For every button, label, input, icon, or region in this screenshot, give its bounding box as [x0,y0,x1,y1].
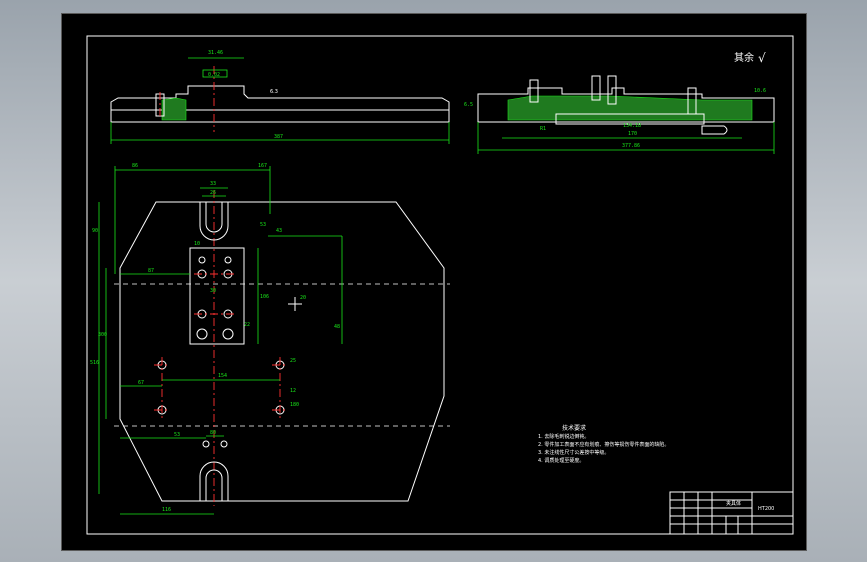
dim-plan-80: 80 [210,430,216,436]
dim-plan-48: 48 [334,324,340,330]
dim-side-inner: 170 [628,131,637,137]
dim-plan-26: 26 [210,190,216,196]
dim-plan-90: 90 [92,228,98,234]
dim-plan-300: 300 [98,332,107,338]
dim-plan-25: 25 [290,358,296,364]
title-block-material: HT200 [758,506,774,512]
title-block: 夹具体 HT200 [669,491,794,535]
note-item-3: 3. 未注线性尺寸公差按中等级。 [538,449,609,456]
technical-notes: 技术要求 1. 去除毛刺锐边倒钝。 2. 零件加工表面不应有划痕、擦伤等损伤零件… [538,424,669,464]
roughness-note: 其余 [734,51,754,64]
cad-viewport[interactable]: 其余 √ 387 31.46 0.02 6.3 377.86 170 134 [61,13,807,551]
dim-plan-106: 106 [260,294,269,300]
dim-plan-53b: 53 [174,432,180,438]
dim-plan-86: 86 [132,163,138,169]
drawing-sheet: 其余 √ 387 31.46 0.02 6.3 377.86 170 134 [86,35,794,535]
dim-plan-116: 116 [162,507,171,513]
note-item-2: 2. 零件加工表面不应有划痕、擦伤等损伤零件表面的缺陷。 [538,441,669,448]
dim-side-radius: R1 [540,126,546,132]
dim-side-overall: 377.86 [622,143,640,149]
dim-plan-43: 43 [276,228,282,234]
dim-plan-53: 53 [260,222,266,228]
center-marks [154,273,288,418]
dim-plan-87: 87 [148,268,154,274]
dim-plan-22: 22 [244,322,250,328]
dim-plan-167: 167 [258,163,267,169]
dim-chamfer: 6.3 [270,89,278,95]
front-section-view: 387 31.46 0.02 6.3 [110,50,450,144]
dim-side-height: 6.5 [464,102,473,108]
dim-plan-33: 33 [210,181,216,187]
dim-side-h2: 10.6 [754,88,766,94]
note-item-4: 4. 调质处理至硬度。 [538,457,584,464]
dim-plan-12: 12 [290,388,296,394]
dim-plan-20: 20 [300,295,306,301]
dim-overall-width: 387 [274,134,283,140]
title-block-name: 夹具体 [726,500,741,507]
dim-plan-10: 10 [194,241,200,247]
side-section-view: 377.86 170 134.18 6.5 10.6 R1 [464,75,775,154]
drawing-frame [86,35,794,535]
dim-boss-tol: 0.02 [208,72,220,78]
dim-plan-30: 30 [210,288,216,294]
hole-group [157,256,285,448]
roughness-icon: √ [758,51,766,65]
dim-plan-516: 516 [90,360,99,366]
dim-plan-154: 154 [218,373,227,379]
dim-side-bore: 134.18 [623,123,641,129]
dim-plan-67: 67 [138,380,144,386]
note-item-1: 1. 去除毛刺锐边倒钝。 [538,433,589,440]
notes-title: 技术要求 [562,424,586,432]
dim-plan-180: 180 [290,402,299,408]
plan-view: 86 167 33 26 53 43 90 516 300 87 67 154 … [90,163,450,515]
dim-boss-width: 31.46 [208,50,223,56]
